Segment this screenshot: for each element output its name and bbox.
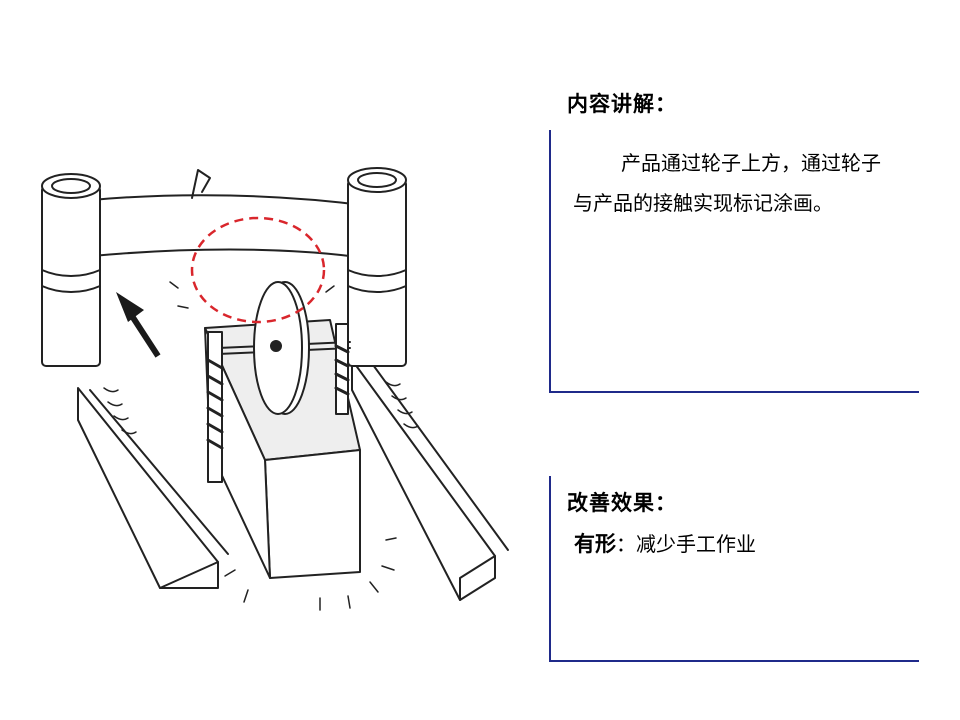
effect-line: 有形：减少手工作业 [574,528,756,558]
effect-separator: ： [616,532,636,556]
content-heading: 内容讲解： [567,92,677,116]
left-rail [77,387,229,589]
top-marker-flag [191,169,211,199]
left-post [41,173,101,367]
highlight-circle [190,216,326,324]
content-panel [549,130,919,393]
marking-machine-illustration [41,167,509,611]
motion-marks [103,281,419,611]
effect-value: 减少手工作业 [636,532,756,556]
left-spring [206,331,224,483]
right-spring [334,323,350,415]
effect-panel [549,476,919,662]
effect-heading: 改善效果： [567,491,677,515]
marking-wheel [253,281,310,415]
direction-arrow-icon [116,292,161,358]
right-post [347,167,407,367]
right-rail [351,357,509,601]
top-roller-bar [91,194,371,259]
content-text: 产品通过轮子上方，通过轮子与产品的接触实现标记涂画。 [573,151,881,215]
effect-label: 有形 [574,532,616,556]
